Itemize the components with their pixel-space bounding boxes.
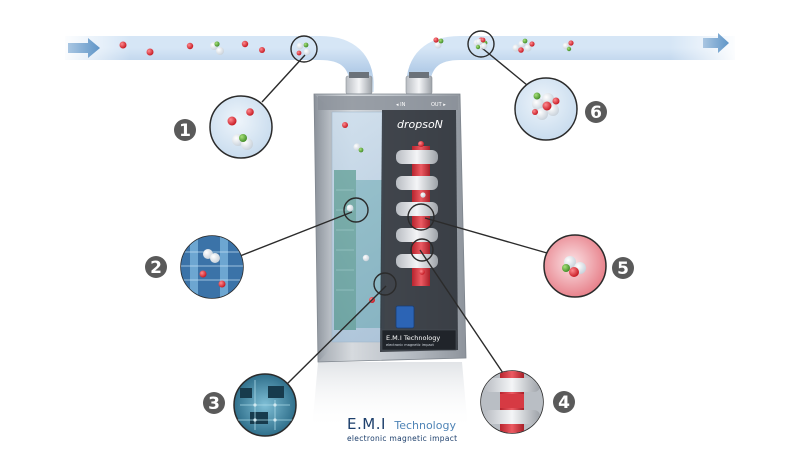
callout-3: 3 (203, 373, 297, 437)
zoom-rings (290, 30, 495, 296)
crystallized-molecule-icon (562, 256, 586, 277)
callout-number: 4 (558, 393, 570, 413)
logo-title: E.M.I (347, 415, 386, 433)
callout-1: 1 (174, 95, 273, 159)
number-badge (145, 256, 167, 278)
number-badge (174, 119, 196, 141)
outflow-arrow-icon (703, 33, 729, 53)
callout-2: 2 (145, 235, 244, 299)
inlet-pipe (60, 30, 374, 92)
callout-5: 5 (543, 234, 634, 298)
in-label: ◂ IN (396, 102, 406, 108)
dropson-device: ◂ IN OUT ▸ dropsoN (312, 72, 468, 430)
plate-subtitle: electronic magnetic impact (386, 343, 435, 347)
leader-lines (239, 47, 548, 385)
callout-number: 6 (590, 103, 602, 123)
number-badge (553, 391, 575, 413)
callout-number: 2 (150, 258, 162, 278)
logo-subtitle: electronic magnetic impact (347, 434, 457, 443)
power-switch (395, 305, 415, 329)
outlet-pipe (406, 30, 740, 92)
clustered-crystals-icon (532, 92, 560, 120)
inflow-arrow-icon (68, 38, 100, 58)
svg-text:E.M.I Technology: E.M.I Technology (347, 415, 456, 433)
out-label: OUT ▸ (431, 102, 446, 108)
brand-label: dropsoN (397, 118, 443, 131)
logo-tech: Technology (393, 419, 456, 432)
number-badge (585, 101, 607, 123)
emi-logo: E.M.I Technology electronic magnetic imp… (347, 415, 457, 443)
magnetic-coil-stack (396, 141, 438, 286)
emi-plate (381, 329, 457, 351)
outlet-connector (405, 72, 433, 95)
device-reflection (312, 362, 468, 430)
callout-number: 5 (617, 259, 629, 279)
callout-number: 1 (179, 121, 191, 141)
pipe-interior-closeup-icon (181, 236, 243, 298)
inlet-particles (119, 40, 265, 56)
callout-4: 4 (480, 370, 575, 434)
number-badge (612, 257, 634, 279)
callout-6: 6 (514, 77, 607, 141)
number-badge (203, 392, 225, 414)
water-molecule-with-minerals-icon (227, 108, 254, 150)
circuit-board-icon (236, 380, 295, 430)
magnetic-coil-icon (481, 371, 543, 433)
callout-number: 3 (208, 394, 220, 414)
plate-title: E.M.I Technology (386, 334, 440, 342)
inlet-connector (345, 72, 373, 95)
